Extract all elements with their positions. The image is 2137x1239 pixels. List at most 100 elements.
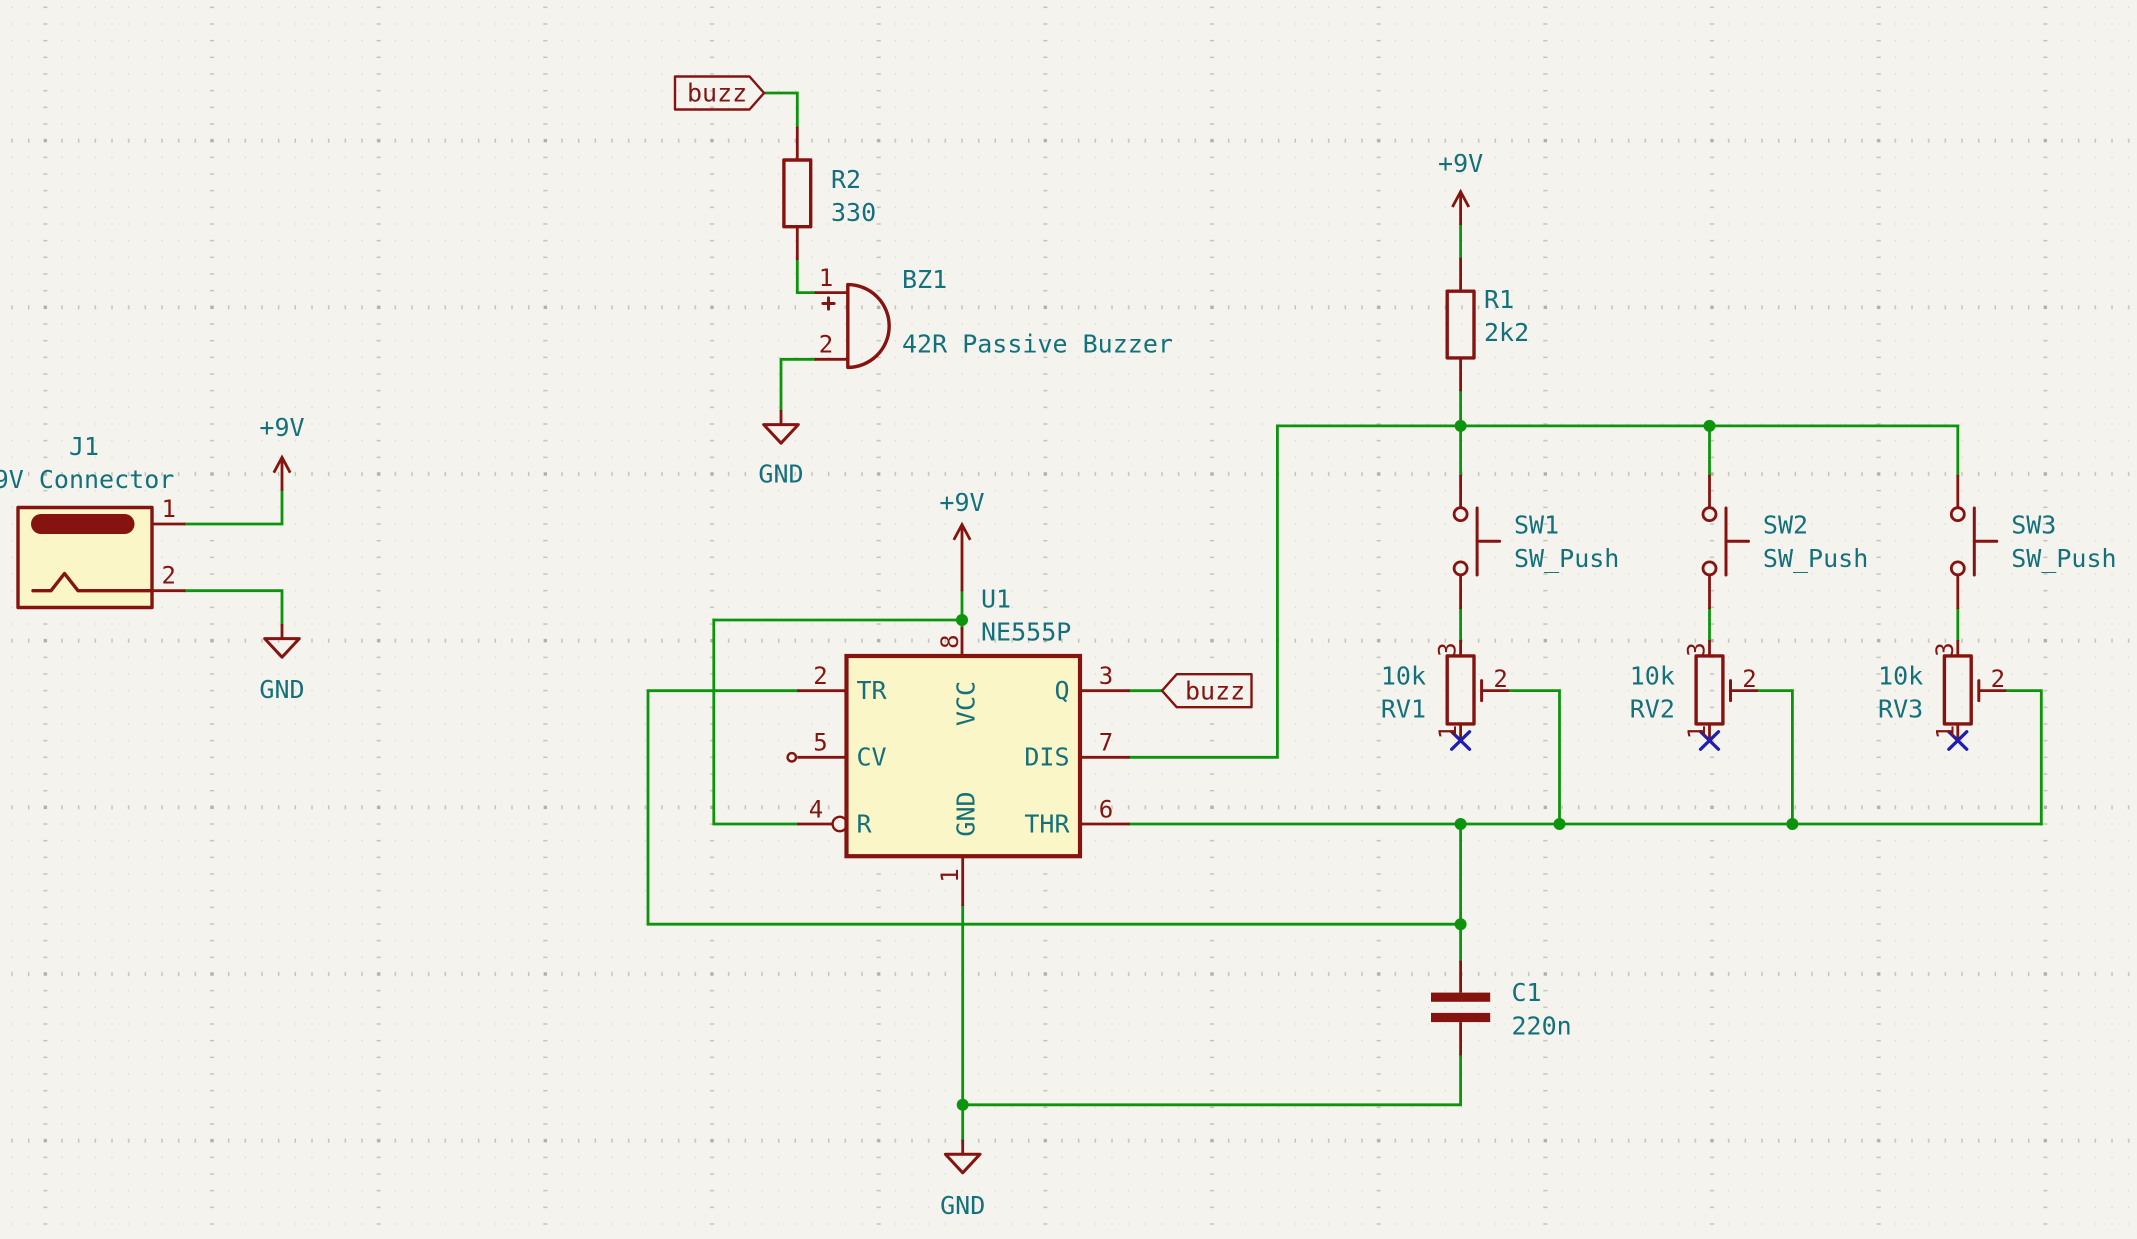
rv1-pin2-number[interactable]: 2 xyxy=(1493,665,1507,693)
wire-j1-gnd[interactable] xyxy=(183,589,284,626)
rv3-value[interactable]: 10k xyxy=(1878,661,1923,690)
p9v-label-u1[interactable]: +9V xyxy=(939,488,984,517)
wire-dis-rail[interactable] xyxy=(1128,424,1279,759)
wire-bz1-gnd[interactable] xyxy=(779,357,816,412)
rv2-value[interactable]: 10k xyxy=(1630,661,1675,690)
buzz-label-shape[interactable] xyxy=(1160,673,1253,709)
j1-pin1-number[interactable]: 1 xyxy=(161,495,175,523)
label-buzz-in[interactable]: buzz xyxy=(1160,673,1253,709)
u1-ref[interactable]: U1 xyxy=(981,584,1011,613)
rv3-pin1-number[interactable]: 1 xyxy=(1931,725,1959,739)
bz1-body[interactable] xyxy=(846,282,891,370)
component-sw1[interactable]: SW1 SW_Push xyxy=(1452,474,1619,609)
sw1-contact-top[interactable] xyxy=(1452,506,1469,523)
r2-value[interactable]: 330 xyxy=(831,198,876,227)
r1-ref[interactable]: R1 xyxy=(1484,285,1514,314)
u1-pin-q-number[interactable]: 3 xyxy=(1099,662,1113,690)
component-u1[interactable]: 2 5 4 3 7 6 8 1 TR CV R Q DIS THR VCC GN… xyxy=(786,584,1130,906)
junction-dot[interactable] xyxy=(956,1098,969,1111)
rv3-pin3-number[interactable]: 3 xyxy=(1931,642,1959,656)
rv1-noconnect-x[interactable] xyxy=(1449,730,1472,751)
rv2-pin1-number[interactable]: 1 xyxy=(1683,725,1711,739)
u1-pin-tr-number[interactable]: 2 xyxy=(813,662,827,690)
bz1-pin1-number[interactable]: 1 xyxy=(819,264,833,292)
u1-pin-vcc-number[interactable]: 8 xyxy=(936,634,964,648)
junction-dot[interactable] xyxy=(1454,419,1467,432)
junction-dot[interactable] xyxy=(1553,818,1566,830)
bz1-value[interactable]: 42R Passive Buzzer xyxy=(902,330,1173,359)
gnd-triangle-u1[interactable] xyxy=(943,1152,982,1175)
gnd-label-bz1[interactable]: GND xyxy=(758,460,803,489)
component-sw2[interactable]: SW2 SW_Push xyxy=(1701,474,1868,609)
gnd-label-u1[interactable]: GND xyxy=(940,1191,985,1220)
sw2-contact-top[interactable] xyxy=(1701,506,1718,523)
buzz-label-shape[interactable] xyxy=(673,75,766,111)
j1-value[interactable]: 9V Connector xyxy=(0,465,174,494)
r1-value[interactable]: 2k2 xyxy=(1484,318,1529,347)
bz1-pin2-number[interactable]: 2 xyxy=(819,331,833,359)
u1-pin-tr-name[interactable]: TR xyxy=(857,676,888,705)
u1-pin-q-name[interactable]: Q xyxy=(1054,676,1069,705)
wire-c1-gnd[interactable] xyxy=(961,1054,1462,1107)
rv3-pin2-number[interactable]: 2 xyxy=(1991,665,2005,693)
sw1-contact-bottom[interactable] xyxy=(1452,560,1469,577)
r2-ref[interactable]: R2 xyxy=(831,165,861,194)
u1-pin-cv-unconnected[interactable] xyxy=(786,751,798,763)
u1-pin-thr-name[interactable]: THR xyxy=(1024,809,1070,838)
junction-dot[interactable] xyxy=(1454,818,1467,830)
component-r2[interactable]: R2 330 xyxy=(782,126,876,260)
gnd-label-j1[interactable]: GND xyxy=(259,675,304,704)
label-buzz-out[interactable]: buzz xyxy=(673,75,766,111)
component-rv1[interactable]: 10k RV1 3 2 1 xyxy=(1381,640,1509,751)
u1-pin-gnd-number[interactable]: 1 xyxy=(936,868,964,882)
j1-pin2-number[interactable]: 2 xyxy=(161,562,175,590)
junction-dot[interactable] xyxy=(1703,419,1716,432)
junction-dot[interactable] xyxy=(1786,818,1799,830)
j1-plus-bar[interactable] xyxy=(31,514,135,534)
component-c1[interactable]: C1 220n xyxy=(1431,960,1572,1056)
buzz-label-text[interactable]: buzz xyxy=(1185,677,1245,706)
sw3-ref[interactable]: SW3 xyxy=(2011,510,2056,539)
rv2-pin2-number[interactable]: 2 xyxy=(1742,665,1756,693)
p9v-arrow-u1[interactable] xyxy=(952,521,972,541)
u1-pin-dis-number[interactable]: 7 xyxy=(1099,729,1113,757)
component-bz1[interactable]: 1 2 BZ1 42R Passive Buzzer xyxy=(814,264,1173,370)
component-rv2[interactable]: 10k RV2 3 2 1 xyxy=(1630,640,1758,751)
u1-pin-gnd-name[interactable]: GND xyxy=(952,791,981,836)
rv3-noconnect-x[interactable] xyxy=(1947,730,1969,751)
sw1-value[interactable]: SW_Push xyxy=(1514,544,1619,573)
p9v-arrow-j1[interactable] xyxy=(272,454,292,474)
wire-r2-bz1[interactable] xyxy=(795,258,816,295)
rv3-ref[interactable]: RV3 xyxy=(1878,694,1923,723)
rv1-pin1-number[interactable]: 1 xyxy=(1434,725,1462,739)
rv2-noconnect-x[interactable] xyxy=(1698,730,1721,751)
j1-ref[interactable]: J1 xyxy=(69,432,99,461)
component-r1[interactable]: R1 2k2 xyxy=(1445,257,1529,392)
u1-pin-cv-name[interactable]: CV xyxy=(857,743,887,772)
sw3-contact-top[interactable] xyxy=(1949,506,1966,523)
sw1-ref[interactable]: SW1 xyxy=(1514,510,1559,539)
u1-pin-r-number[interactable]: 4 xyxy=(809,795,823,823)
p9v-arrow-r1[interactable] xyxy=(1451,188,1471,208)
wire-rv3-thr[interactable] xyxy=(2004,689,2043,826)
rv2-ref[interactable]: RV2 xyxy=(1630,694,1675,723)
u1-pin-vcc-name[interactable]: VCC xyxy=(952,681,981,726)
wire-j1-p9v[interactable] xyxy=(183,489,284,526)
sw2-contact-bottom[interactable] xyxy=(1701,560,1718,577)
wire-trigger-loop[interactable] xyxy=(646,689,1462,926)
sw3-contact-bottom[interactable] xyxy=(1949,560,1966,577)
wire-rv2-thr[interactable] xyxy=(1756,689,1794,826)
u1-pin-cv-number[interactable]: 5 xyxy=(813,729,827,757)
u1-pin-thr-number[interactable]: 6 xyxy=(1099,795,1113,823)
p9v-label-r1[interactable]: +9V xyxy=(1438,149,1483,178)
u1-pin-r-name[interactable]: R xyxy=(857,809,873,838)
sw2-ref[interactable]: SW2 xyxy=(1763,510,1808,539)
sw2-value[interactable]: SW_Push xyxy=(1763,544,1868,573)
j1-sleeve-contact[interactable] xyxy=(31,571,154,593)
buzz-label-text[interactable]: buzz xyxy=(687,79,747,108)
c1-ref[interactable]: C1 xyxy=(1512,978,1542,1007)
component-j1[interactable]: 1 2 J1 9V Connector xyxy=(0,432,186,610)
c1-value[interactable]: 220n xyxy=(1512,1012,1572,1041)
component-rv3[interactable]: 10k RV3 3 2 1 xyxy=(1878,640,2007,751)
u1-value[interactable]: NE555P xyxy=(981,618,1071,647)
